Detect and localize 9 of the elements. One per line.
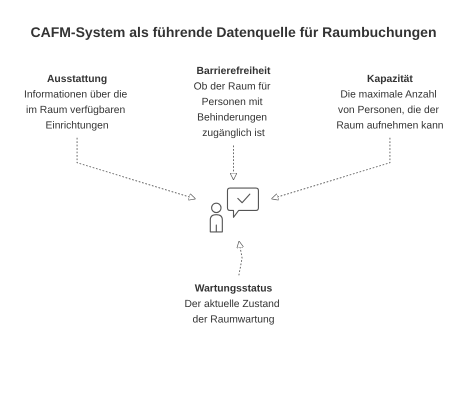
- arrow: [76, 137, 196, 200]
- arrow: [270, 137, 390, 200]
- node-text: Kapazität Die maximale Anzahl von Personen, die der Raum aufnehmen kann: [336, 72, 444, 131]
- diagram-title: CAFM-System als führende Datenquelle für Raumbuchungen: [30, 24, 437, 41]
- arrow: [236, 240, 244, 276]
- node-text: Wartungsstatus Der aktuelle Zustand der Raumwartung: [184, 282, 280, 325]
- arrow: [230, 144, 238, 180]
- node-text: Ausstattung Informationen über die im Raum verfügbaren Einrichtungen: [24, 72, 128, 131]
- node-text: Barrierefreiheit Ob der Raum für Personen mit Behinderungen zugänglich ist: [194, 64, 270, 138]
